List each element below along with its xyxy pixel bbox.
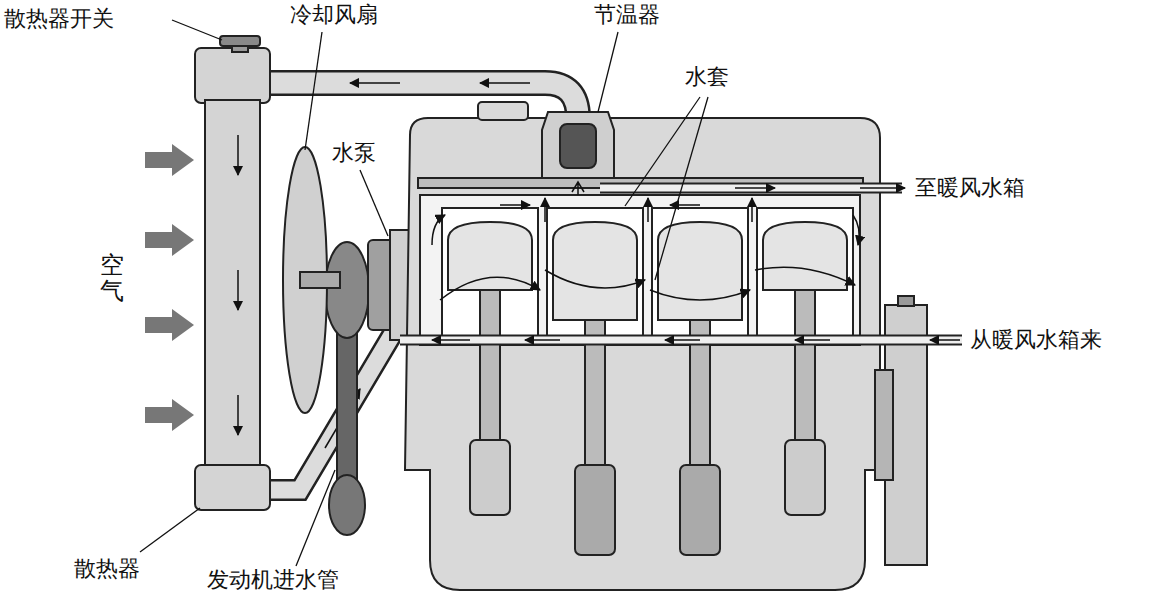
air-arrows: [145, 144, 194, 431]
flow-arrow: [853, 215, 859, 245]
water-pump: [368, 230, 410, 340]
piston: [658, 222, 742, 320]
flow-arrow: [350, 82, 400, 84]
flow-arrow: [930, 339, 960, 341]
accessory-part: [875, 370, 893, 480]
leader-line: [625, 97, 700, 206]
pipe-fill: [400, 337, 962, 344]
radiator-top-tank: [195, 48, 270, 103]
crank-throw: [785, 440, 825, 515]
flow-arrow: [500, 204, 530, 206]
flow-arrow: [480, 82, 530, 84]
hose-outline: [262, 83, 578, 118]
flow-arrow: [237, 135, 239, 175]
hose-outline: [262, 330, 395, 490]
flow-arrow: [525, 339, 560, 341]
flow-arrow: [755, 267, 855, 285]
leader-line: [655, 97, 708, 280]
pipe-outline: [400, 335, 962, 346]
flow-arrow: [670, 204, 700, 206]
leader-line: [360, 170, 388, 236]
flow-arrow: [237, 270, 239, 310]
pipe-fill: [600, 185, 902, 192]
flow-arrow: [647, 198, 649, 222]
inlet-hose: [262, 330, 395, 490]
engine: [405, 102, 880, 590]
crank-throw: [575, 465, 615, 555]
flow-arrow: [572, 182, 584, 195]
part-label: 散热器: [72, 556, 142, 582]
piston: [448, 222, 532, 290]
upper-hose: [262, 83, 578, 118]
accessory-cap: [898, 296, 914, 306]
hose-fill: [262, 330, 395, 490]
part-label: 从暖风水箱来: [968, 327, 1104, 353]
fan-hub: [300, 272, 340, 288]
crank-throw: [680, 465, 720, 555]
air-arrow: [145, 224, 194, 256]
crank-pulley: [329, 475, 365, 535]
flow-arrow: [650, 290, 750, 300]
flow-arrow: [665, 339, 700, 341]
leader-line: [296, 470, 335, 566]
leader-line: [598, 32, 618, 112]
jacket-flow: [432, 198, 859, 300]
part-label: 发动机进水管: [205, 567, 341, 593]
cooling-fan: [283, 147, 340, 413]
flow-arrow: [432, 339, 470, 341]
flow-arrow: [544, 198, 546, 222]
part-label: 节温器: [592, 2, 662, 28]
air-arrow: [145, 144, 194, 176]
radiator-cap: [220, 36, 260, 46]
oil-filler: [478, 102, 528, 120]
part-label: 散热器开关: [2, 6, 116, 32]
hose-fill: [262, 83, 578, 118]
leader-line: [140, 508, 200, 552]
part-label: 至暖风水箱: [913, 175, 1027, 201]
vertical-label: 空气: [98, 252, 126, 305]
fan-pulley: [325, 242, 369, 338]
part-label: 冷却风扇: [288, 2, 380, 28]
thermostat-housing: [542, 112, 614, 178]
thermostat-valve: [560, 124, 596, 168]
leader-line: [305, 32, 322, 150]
radiator-core: [205, 100, 260, 470]
heater-outlet-pipe: [600, 188, 905, 189]
connecting-rod: [795, 290, 815, 460]
flow-arrow: [237, 395, 239, 435]
flow-arrow: [545, 270, 645, 288]
flow-arrow: [860, 187, 905, 189]
cylinders: [442, 208, 853, 555]
air-arrow: [145, 309, 194, 341]
radiator: [195, 36, 270, 510]
connecting-rod: [480, 290, 500, 460]
radiator-bottom-tank: [195, 465, 270, 510]
leader-line: [172, 20, 222, 40]
crank-throw: [470, 440, 510, 515]
part-label: 水套: [683, 64, 731, 90]
part-label: 水泵: [330, 140, 378, 166]
air-arrow: [145, 399, 194, 431]
flow-arrow: [795, 339, 830, 341]
flow-arrow: [735, 187, 775, 189]
piston: [763, 222, 847, 290]
flow-arrow: [751, 198, 753, 222]
pipe-outline: [600, 183, 902, 194]
flow-arrow: [440, 277, 540, 300]
flow-arrow: [432, 215, 445, 245]
leader-lines: [140, 20, 708, 566]
piston: [553, 222, 637, 320]
heater-return-pipe: [400, 340, 962, 341]
